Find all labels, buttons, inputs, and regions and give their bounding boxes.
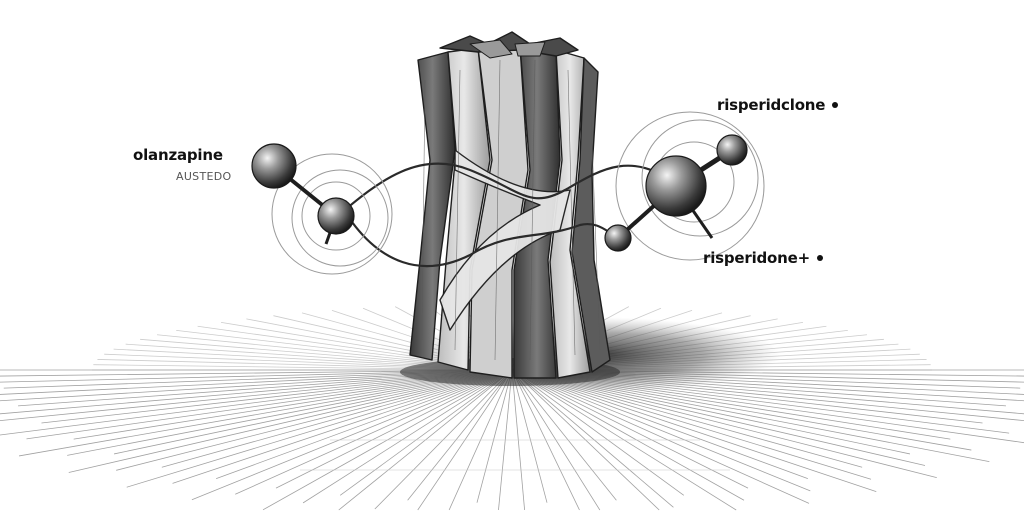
right-molecule (604, 134, 748, 252)
label-risperidone-plus: risperidone+ (703, 249, 823, 267)
ground-ray-line (476, 369, 513, 503)
ground-ray-line (339, 369, 513, 496)
ground-ray-line (275, 369, 513, 489)
ground-ray-line (235, 369, 513, 495)
ground-ray-line (191, 369, 513, 501)
ground-ray-line (511, 369, 674, 508)
ground-ray-line (511, 369, 617, 501)
ground-ray-line (18, 369, 513, 457)
floor-grid (300, 439, 730, 471)
left-orbit-rings (271, 153, 393, 275)
twisted-column (409, 31, 611, 379)
ground-ray-line (67, 369, 513, 456)
label-olanzapine-text: olanzapine (133, 146, 223, 164)
label-austedo-text: AUSTEDO (176, 170, 232, 183)
label-risperidone-plus-text: risperidone+ (703, 249, 810, 267)
label-risperidclone-text: risperidclone (717, 96, 826, 114)
ground-ray-line (126, 369, 513, 488)
left-molecule (251, 143, 355, 245)
ground-ray-line (374, 369, 513, 510)
ground-ray-line (172, 369, 513, 484)
connector-curves (339, 162, 677, 268)
label-risperidclone: risperidclone (717, 96, 839, 114)
ground-ray-line (216, 369, 513, 480)
ground-ray-line (116, 369, 513, 471)
label-olanzapine: olanzapine (133, 146, 223, 164)
bullet-dot-icon (816, 254, 823, 261)
ground-ray-line (0, 369, 513, 436)
ground-ray-line (161, 369, 513, 468)
label-austedo: AUSTEDO (176, 170, 231, 183)
ground-ray-line (113, 369, 513, 455)
ground-ray-line (302, 369, 513, 504)
ground-ray-line (68, 369, 513, 473)
bullet-dot-icon (832, 101, 839, 108)
ground-ray-line (511, 369, 548, 503)
ground-ray-line (407, 369, 513, 501)
